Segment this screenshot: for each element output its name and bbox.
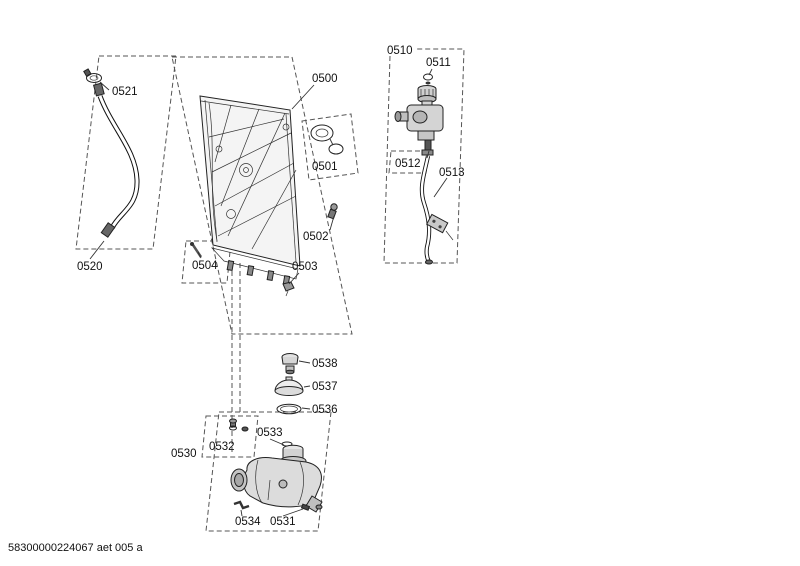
part-label-0520: 0520 (77, 261, 103, 273)
part-labels: 0500 0501 0502 0503 0504 0510 0511 0512 … (77, 45, 465, 528)
part-label-0536: 0536 (312, 404, 338, 416)
part-label-0501: 0501 (312, 161, 338, 173)
pump-assembly-part (230, 444, 323, 513)
sealing-ring-part (276, 403, 302, 415)
part-label-0510: 0510 (387, 45, 413, 57)
inlet-valve-part (394, 85, 444, 156)
screw-part (300, 503, 311, 511)
clip-part (282, 281, 295, 297)
part-label-0511: 0511 (426, 57, 451, 69)
part-label-0521: 0521 (112, 86, 138, 98)
plug-part (327, 203, 338, 220)
part-label-0513: 0513 (439, 167, 465, 179)
part-label-0537: 0537 (312, 381, 338, 393)
part-label-0500: 0500 (312, 73, 338, 85)
part-label-0532: 0532 (209, 441, 235, 453)
grommets-part (229, 418, 249, 432)
hose-group-box (75, 55, 177, 250)
panel-group-box (171, 56, 353, 335)
part-label-0530: 0530 (171, 448, 197, 460)
document-code: 58300000224067 aet 005 a (8, 542, 143, 554)
gasket-seal-part (310, 124, 344, 155)
part-label-0538: 0538 (312, 358, 338, 370)
part-label-0502: 0502 (303, 231, 329, 243)
dome-cap-part (274, 376, 304, 396)
part-label-0531: 0531 (270, 516, 296, 528)
heat-exchanger-panel-part (199, 95, 301, 286)
part-label-0534: 0534 (235, 516, 261, 528)
fixing-clip-part (233, 500, 250, 510)
supply-hose-part (419, 155, 454, 265)
valve-group-box (383, 48, 465, 264)
inlet-hose-part (92, 82, 140, 238)
part-label-0533: 0533 (257, 427, 283, 439)
pin-subgroup-box (181, 240, 232, 284)
hose-clamp-part (83, 68, 102, 83)
cap-part (281, 353, 299, 375)
part-label-0504: 0504 (192, 260, 218, 272)
grommet-part (423, 73, 433, 85)
part-label-0512: 0512 (395, 158, 421, 170)
grommet-subgroup-box (201, 415, 259, 458)
gasket-subgroup-box (301, 113, 359, 181)
part-label-0503: 0503 (292, 261, 318, 273)
leader-lines (89, 68, 448, 517)
